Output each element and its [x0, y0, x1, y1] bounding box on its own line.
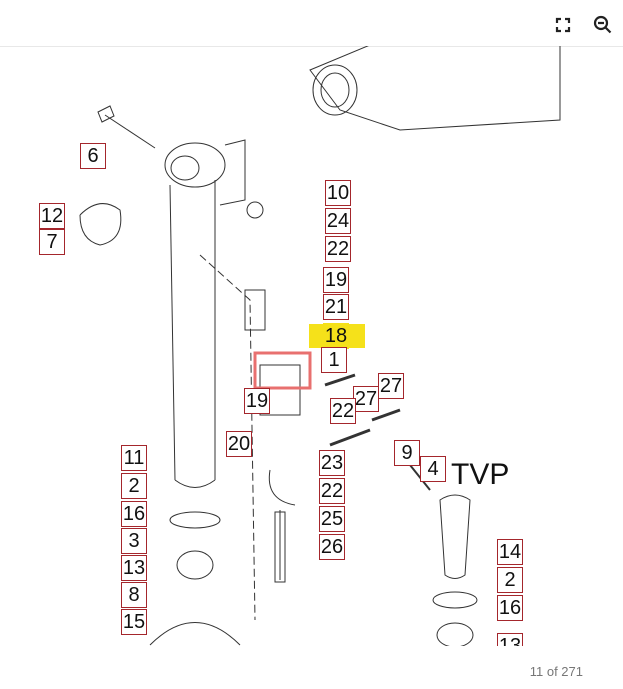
callout-12[interactable]: 12	[39, 203, 65, 229]
callout-4[interactable]: 4	[420, 456, 446, 482]
callout-15[interactable]: 15	[121, 609, 147, 635]
callout-1[interactable]: 1	[321, 347, 347, 373]
callout-13[interactable]: 13	[121, 555, 147, 581]
fullscreen-icon	[555, 17, 571, 33]
callout-11[interactable]: 11	[121, 445, 147, 471]
callout-7[interactable]: 7	[39, 229, 65, 255]
callout-13b[interactable]: 13	[497, 633, 523, 646]
callout-3[interactable]: 3	[121, 528, 147, 554]
zoom-out-icon	[593, 15, 612, 34]
callout-20[interactable]: 20	[226, 431, 252, 457]
callout-22c[interactable]: 22	[319, 478, 345, 504]
diagram-viewer[interactable]: 6 10 24 12 22 7 19 21 18 1 19 27 27 22 2…	[0, 46, 623, 646]
callout-21[interactable]: 21	[323, 294, 349, 320]
fullscreen-button[interactable]	[550, 12, 576, 38]
callout-27b[interactable]: 27	[353, 386, 379, 412]
parts-diagram-drawing	[79, 46, 561, 646]
callout-2[interactable]: 2	[121, 473, 147, 499]
callout-14[interactable]: 14	[497, 539, 523, 565]
page-counter: 11 of 271	[529, 664, 583, 679]
zoom-out-button[interactable]	[590, 12, 616, 38]
callout-18-highlighted[interactable]: 18	[323, 323, 349, 349]
callout-16[interactable]: 16	[121, 501, 147, 527]
callout-23[interactable]: 23	[319, 450, 345, 476]
callout-9[interactable]: 9	[394, 440, 420, 466]
callout-6[interactable]: 6	[80, 143, 106, 169]
viewer-toolbar	[0, 0, 623, 47]
callout-2b[interactable]: 2	[497, 567, 523, 593]
callout-27[interactable]: 27	[378, 373, 404, 399]
callout-19b[interactable]: 19	[244, 388, 270, 414]
callout-22[interactable]: 22	[325, 236, 351, 262]
model-label: TVP	[451, 458, 510, 491]
callout-22b[interactable]: 22	[330, 398, 356, 424]
callout-19[interactable]: 19	[323, 267, 349, 293]
callout-25[interactable]: 25	[319, 506, 345, 532]
callout-8[interactable]: 8	[121, 582, 147, 608]
callout-24[interactable]: 24	[325, 208, 351, 234]
callout-26[interactable]: 26	[319, 534, 345, 560]
callout-10[interactable]: 10	[325, 180, 351, 206]
callout-16b[interactable]: 16	[497, 595, 523, 621]
